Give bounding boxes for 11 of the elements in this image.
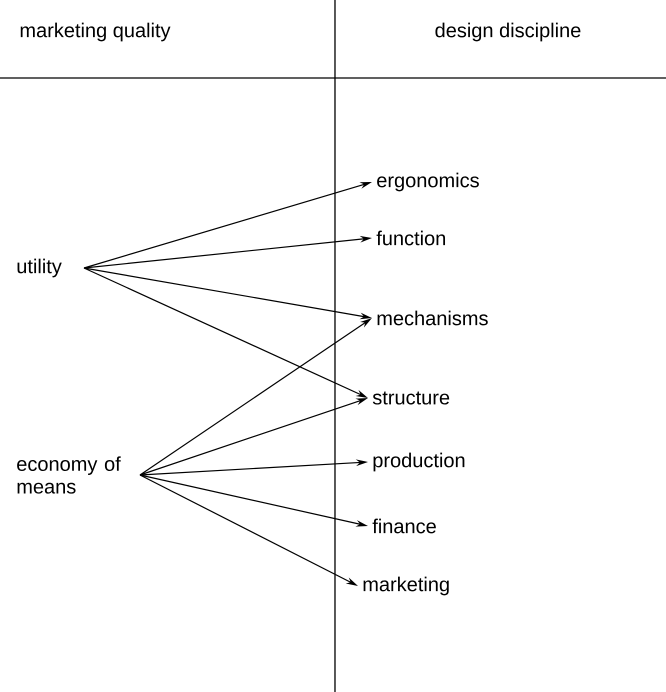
- discipline-label: function: [376, 230, 446, 246]
- discipline-label: mechanisms: [378, 310, 488, 326]
- discipline-label: structure: [372, 391, 450, 405]
- column-heading: marketing quality: [20, 22, 170, 42]
- discipline-label: marketing: [364, 576, 449, 596]
- column-heading: design discipline: [435, 22, 580, 42]
- discipline-label: production: [374, 452, 464, 472]
- quality-label: economy of means: [17, 456, 121, 494]
- quality-label: utility: [18, 258, 62, 278]
- discipline-label: ergonomics: [377, 172, 479, 192]
- discipline-label: finance: [372, 518, 436, 534]
